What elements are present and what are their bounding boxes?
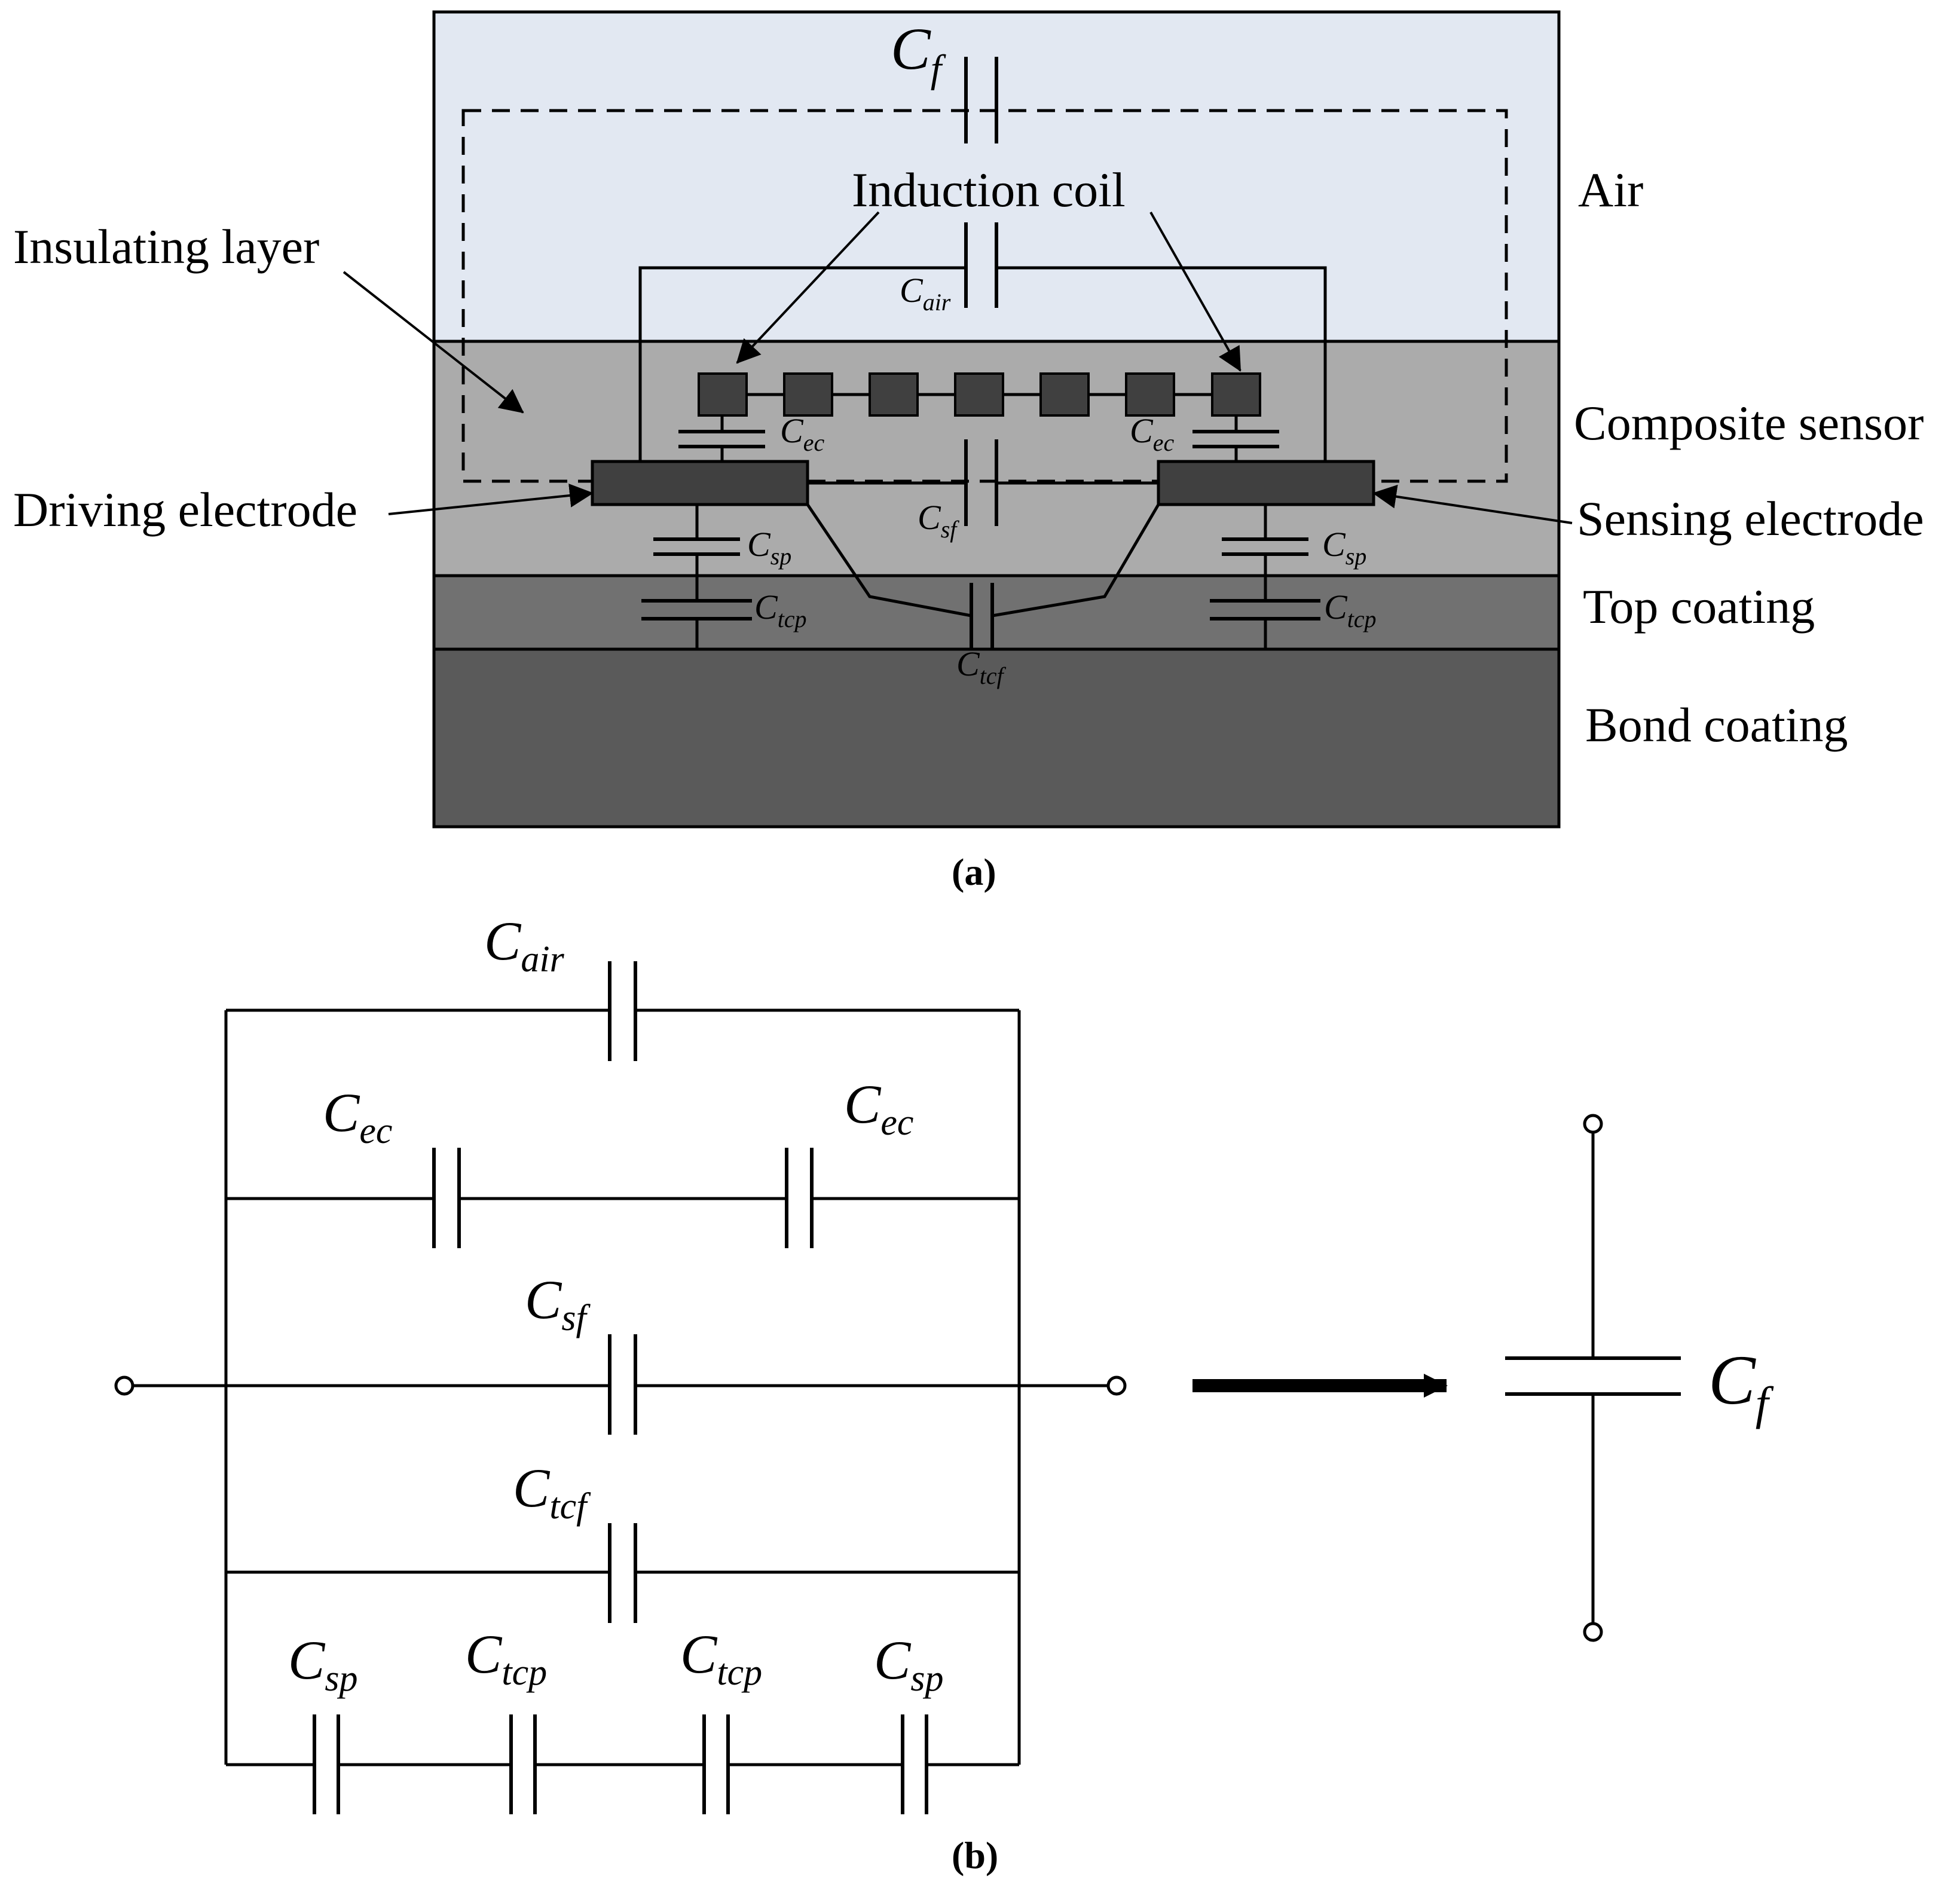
ctcp-left-label: Ctcp xyxy=(754,588,807,632)
sensing-arrow xyxy=(1372,484,1573,524)
composite-sensor-label: Composite sensor xyxy=(1574,396,1924,450)
terminal-bottom[interactable] xyxy=(1583,1622,1603,1642)
ctcp-right-capacitor xyxy=(1210,599,1320,621)
coil-turn xyxy=(1039,372,1090,417)
ctcf-wire-right xyxy=(992,503,1160,618)
csp-left-capacitor xyxy=(653,537,740,556)
induction-arrow-left xyxy=(736,211,880,364)
b-csp-left-capacitor xyxy=(313,1714,340,1814)
b-csp-right-capacitor xyxy=(901,1714,928,1814)
b-cec-right-label: Cec xyxy=(844,1074,913,1143)
coil-turn xyxy=(954,372,1004,417)
cair-label: Cair xyxy=(900,271,951,316)
ctcf-label: Ctcf xyxy=(956,644,1007,689)
dashed-boundary xyxy=(461,109,1508,483)
panel-b: Cair Cec Cec Csf xyxy=(114,910,1774,1876)
cec-right-label: Cec xyxy=(1130,411,1174,456)
b-cair-label: Cair xyxy=(484,910,565,980)
b-ctcf-label: Ctcf xyxy=(513,1457,591,1527)
b-cf-capacitor xyxy=(1505,1356,1681,1396)
terminal-left[interactable] xyxy=(114,1376,134,1396)
b-ctcp-right-capacitor xyxy=(702,1714,730,1814)
terminal-right[interactable] xyxy=(1106,1376,1127,1396)
driving-electrode-label: Driving electrode xyxy=(13,482,357,537)
b-csf-capacitor xyxy=(608,1334,637,1435)
csf-label: Csf xyxy=(918,498,959,543)
csp-right-label: Csp xyxy=(1322,525,1366,570)
driving-arrow xyxy=(388,483,594,515)
sensing-electrode-label: Sensing electrode xyxy=(1577,491,1924,546)
ctcf-capacitor xyxy=(970,583,994,649)
insulating-arrow xyxy=(343,271,524,414)
b-cec-left-label: Cec xyxy=(323,1082,392,1151)
panel-a: Cf Induction coil Cair xyxy=(13,10,1924,893)
coil-turn xyxy=(698,372,748,417)
coil-turn xyxy=(869,372,919,417)
csp-right-capacitor xyxy=(1222,537,1308,556)
cf-capacitor xyxy=(964,57,998,143)
b-ctcp-left-capacitor xyxy=(509,1714,537,1814)
coil-turn xyxy=(1211,372,1261,417)
ctcp-right-label: Ctcp xyxy=(1324,588,1377,632)
insulating-layer-label: Insulating layer xyxy=(13,219,319,274)
b-ctcp-left-label: Ctcp xyxy=(465,1624,547,1693)
caption-a: (a) xyxy=(952,851,996,893)
cec-left-capacitor xyxy=(678,430,765,448)
cec-right-capacitor xyxy=(1192,430,1279,448)
ctcf-wire-left xyxy=(806,503,972,618)
ctcp-left-capacitor xyxy=(641,599,752,621)
csf-capacitor xyxy=(964,439,998,526)
b-cec-left-capacitor xyxy=(432,1148,461,1248)
b-csp-right-label: Csp xyxy=(874,1630,944,1699)
induction-coil xyxy=(698,372,1261,417)
induction-coil-label: Induction coil xyxy=(852,163,1126,217)
bond-coating-label: Bond coating xyxy=(1585,698,1848,752)
air-label: Air xyxy=(1578,163,1643,217)
top-coating-layer xyxy=(432,574,1561,651)
driving-electrode xyxy=(591,460,809,506)
b-ctcp-right-label: Ctcp xyxy=(680,1624,762,1693)
csp-left-label: Csp xyxy=(747,525,791,570)
b-ctcf-capacitor xyxy=(608,1523,637,1623)
cair-wire-right xyxy=(996,266,1327,472)
b-csp-left-label: Csp xyxy=(288,1630,358,1699)
b-cf-label: Cf xyxy=(1708,1341,1774,1429)
bond-coating-layer xyxy=(432,647,1561,829)
caption-b: (b) xyxy=(952,1834,998,1876)
b-cair-capacitor xyxy=(608,961,637,1061)
cair-wire xyxy=(638,266,966,472)
coil-turn xyxy=(1125,372,1175,417)
sensing-electrode xyxy=(1157,460,1375,506)
top-coating-label: Top coating xyxy=(1583,579,1815,634)
cair-capacitor xyxy=(964,222,998,308)
b-csf-label: Csf xyxy=(525,1269,591,1338)
cec-left-label: Cec xyxy=(780,411,824,456)
b-cec-right-capacitor xyxy=(785,1148,814,1248)
terminal-top[interactable] xyxy=(1583,1114,1603,1134)
coil-turn xyxy=(783,372,833,417)
induction-arrow-right xyxy=(1149,212,1242,372)
